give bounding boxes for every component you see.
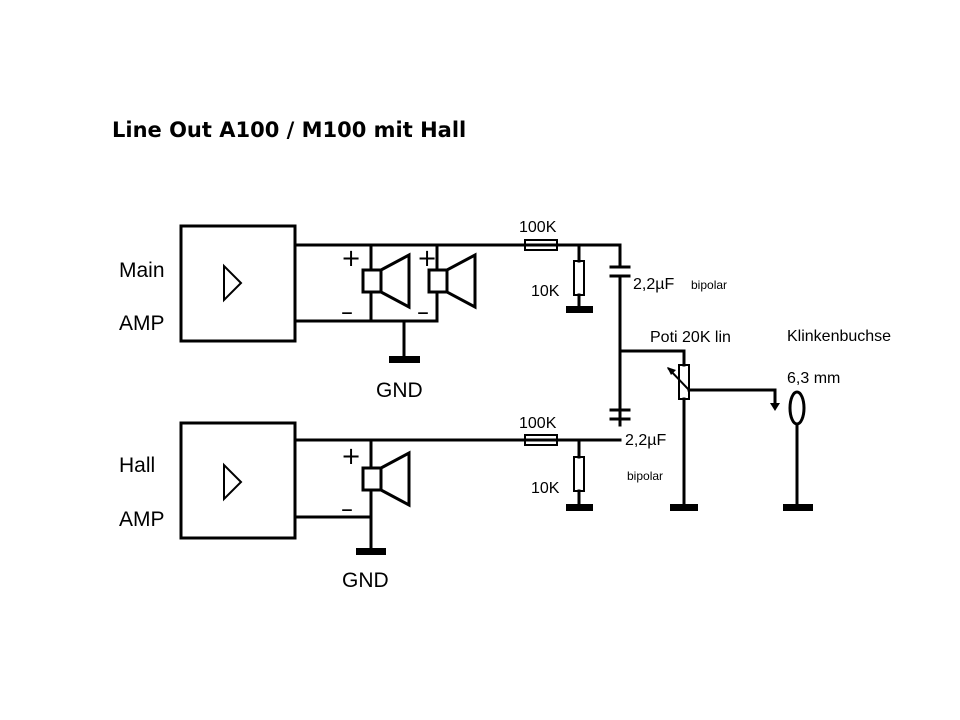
poti-ground-symbol xyxy=(670,504,698,511)
jack-size-label: 6,3 mm xyxy=(787,370,840,387)
main-speaker-1-icon xyxy=(361,243,411,323)
hall-gnd-label: GND xyxy=(342,569,389,592)
resistor-bottom-shunt-label: 10K xyxy=(531,480,560,497)
jack-name-label: Klinkenbuchse xyxy=(787,328,891,345)
top-shunt-ground-symbol xyxy=(566,306,593,313)
main-ground-symbol xyxy=(389,356,420,363)
main-speaker-2-icon xyxy=(427,243,477,323)
resistor-top-shunt-label: 10K xyxy=(531,283,560,300)
resistor-bottom-series xyxy=(524,434,558,446)
main-amp-block xyxy=(179,224,297,343)
hall-amp-label-line1: Hall xyxy=(119,454,155,477)
hall-amp-label-line2: AMP xyxy=(119,508,165,531)
hall-speaker-icon xyxy=(361,438,411,552)
poti-wiper-arrow-icon xyxy=(667,367,676,375)
main-spk2-minus: – xyxy=(417,298,429,326)
capacitor-bottom xyxy=(609,408,631,421)
main-amp-label-line1: Main xyxy=(119,259,165,282)
resistor-top-shunt xyxy=(573,260,585,296)
resistor-top-series xyxy=(524,239,558,251)
amp-triangle-icon xyxy=(223,263,243,303)
main-spk1-plus: + xyxy=(341,244,361,272)
main-amp-label-line2: AMP xyxy=(119,312,165,335)
amp-triangle-icon xyxy=(223,462,243,502)
resistor-top-series-label: 100K xyxy=(519,219,557,236)
main-gnd-label: GND xyxy=(376,379,423,402)
cap-bottom-note: bipolar xyxy=(627,469,663,483)
capacitor-top xyxy=(609,265,631,278)
hall-ground-symbol xyxy=(356,548,386,555)
resistor-bottom-series-label: 100K xyxy=(519,415,557,432)
hall-spk-plus: + xyxy=(341,442,361,470)
diagram-title: Line Out A100 / M100 mit Hall xyxy=(112,118,466,142)
resistor-bottom-shunt xyxy=(573,456,585,492)
bottom-shunt-ground-symbol xyxy=(566,504,593,511)
cap-top-value: 2,2µF xyxy=(633,276,674,293)
jack-ground-symbol xyxy=(783,504,813,511)
hall-spk-minus: – xyxy=(341,495,353,523)
poti-label: Poti 20K lin xyxy=(650,329,731,346)
jack-tip-arrow-icon xyxy=(770,403,780,411)
cap-bottom-value: 2,2µF xyxy=(625,432,666,449)
jack-socket-icon xyxy=(788,390,806,426)
main-spk1-minus: – xyxy=(341,298,353,326)
main-spk2-plus: + xyxy=(417,244,437,272)
hall-amp-block xyxy=(179,421,297,540)
cap-top-note: bipolar xyxy=(691,278,727,292)
